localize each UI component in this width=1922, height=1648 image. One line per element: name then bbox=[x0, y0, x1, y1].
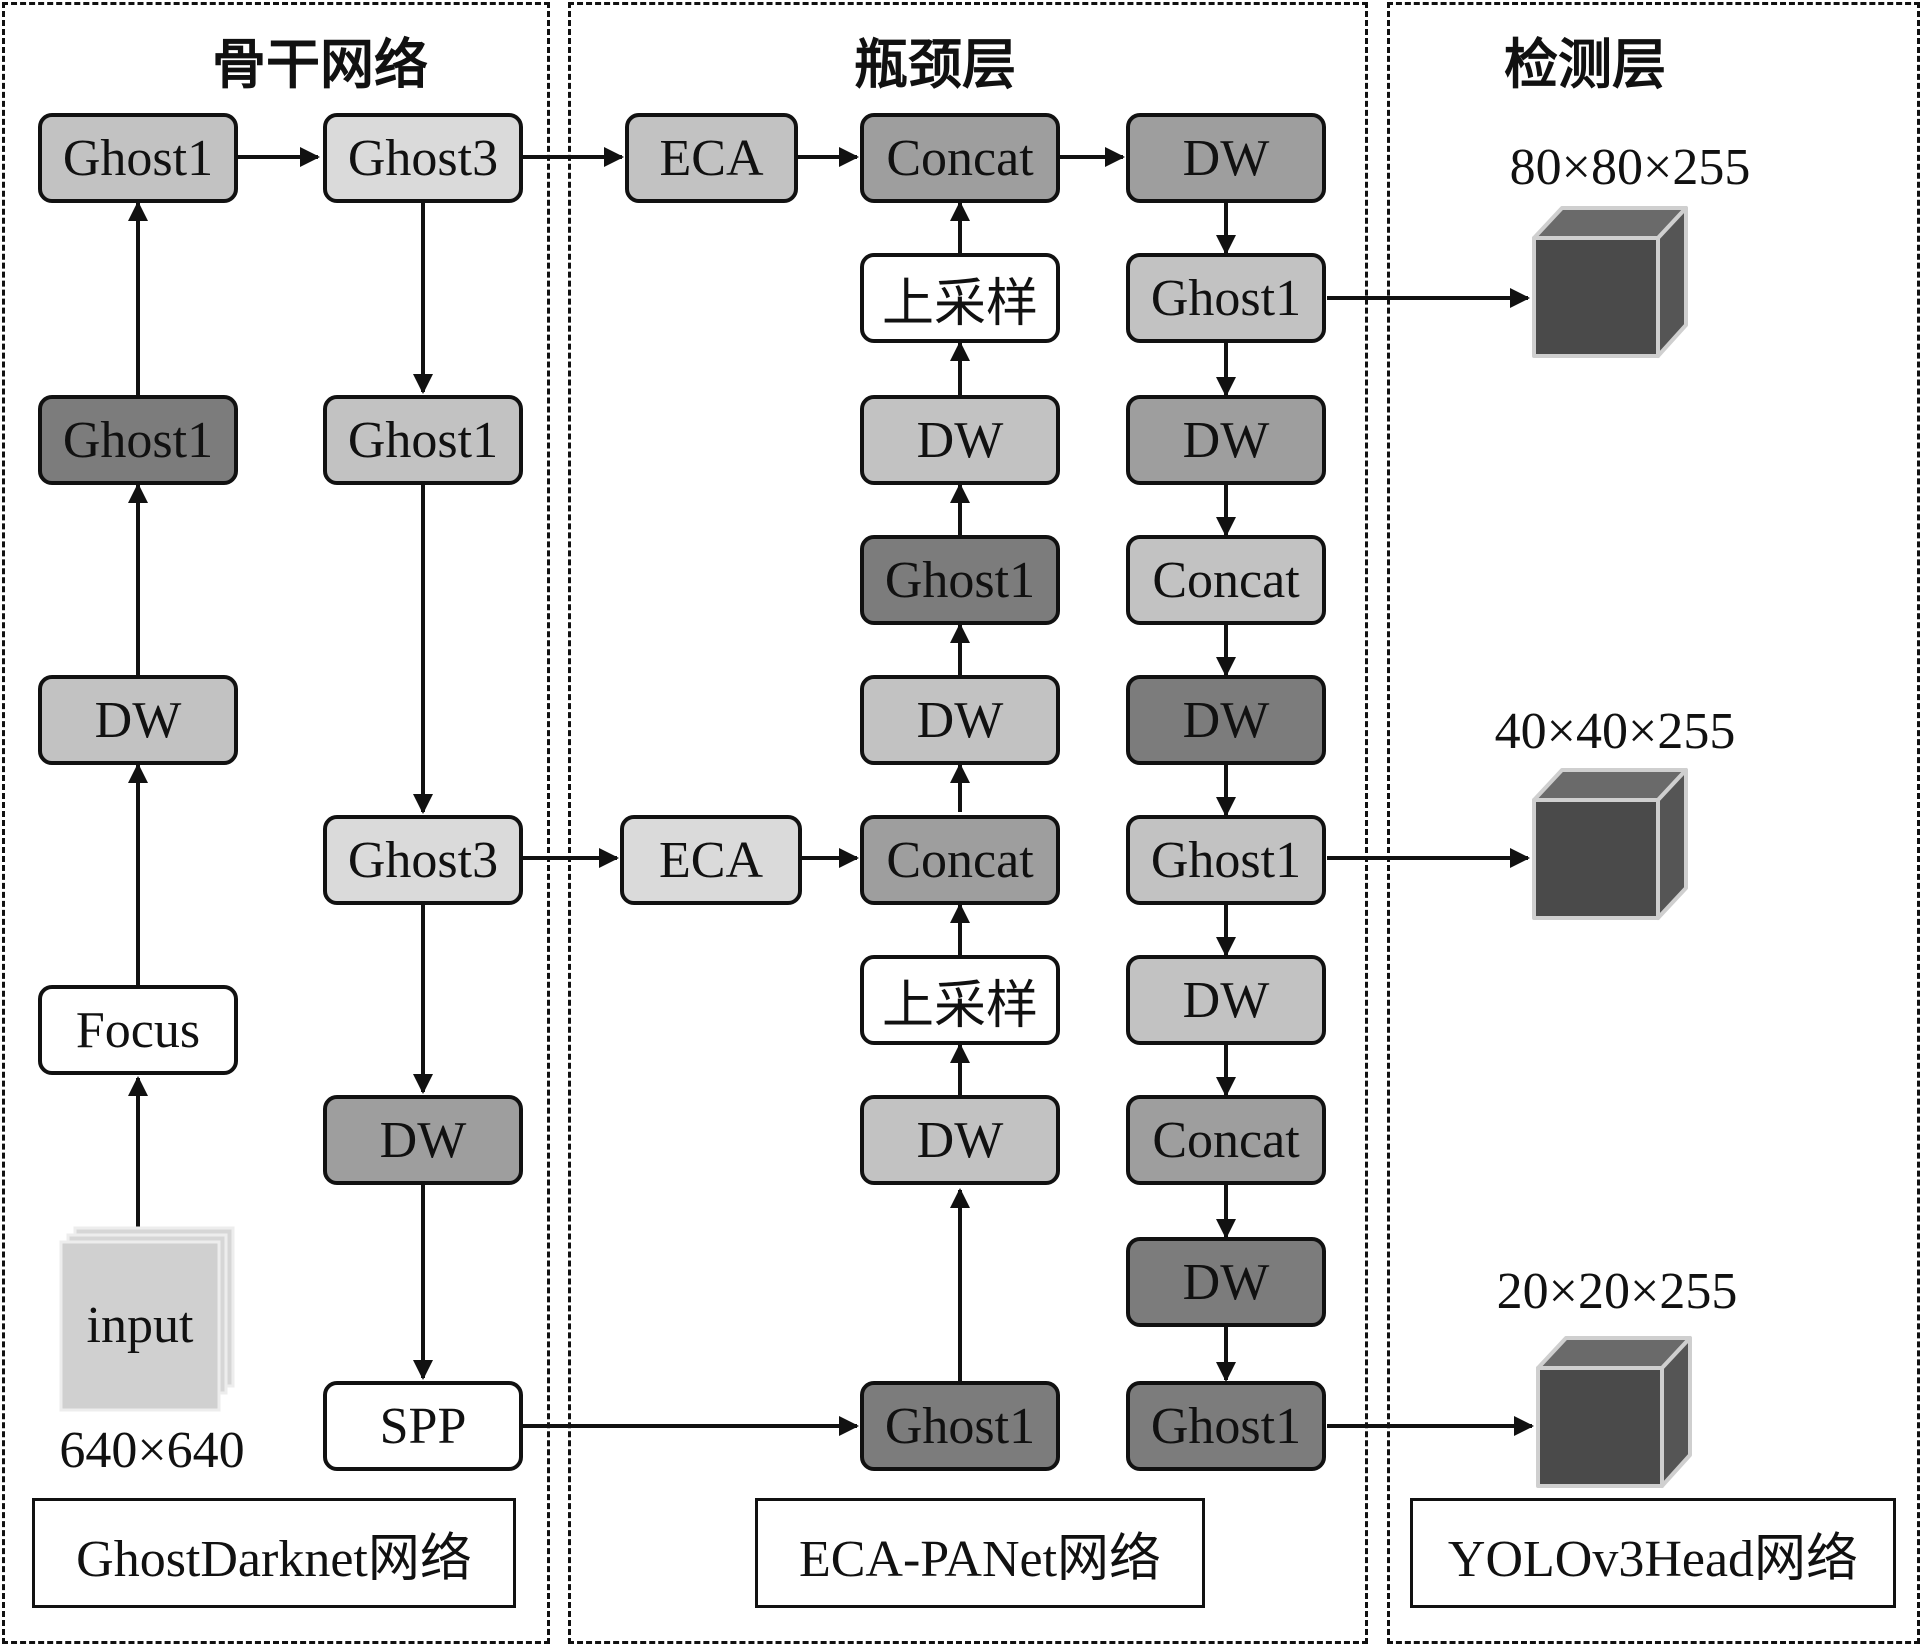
neck-right-ghost1-2-node: Ghost1 bbox=[1126, 815, 1326, 905]
neck-right-dw-2-node: DW bbox=[1126, 395, 1326, 485]
head-title: 检测层 bbox=[1504, 32, 1666, 96]
neck-dw-a-node: DW bbox=[860, 395, 1060, 485]
backbone-dw-node: DW bbox=[38, 675, 238, 765]
neck-network-label: ECA-PANet网络 bbox=[755, 1498, 1205, 1608]
backbone-ghost1-col2-node: Ghost1 bbox=[323, 395, 523, 485]
neck-section bbox=[568, 2, 1368, 1644]
neck-ghost1-bottom-node: Ghost1 bbox=[860, 1381, 1060, 1471]
backbone-dw-col2-node: DW bbox=[323, 1095, 523, 1185]
neck-dw-b-node: DW bbox=[860, 675, 1060, 765]
backbone-ghost1-top-node: Ghost1 bbox=[38, 113, 238, 203]
backbone-title: 骨干网络 bbox=[212, 32, 428, 96]
neck-eca-top-node: ECA bbox=[625, 113, 798, 203]
input-size: 640×640 bbox=[59, 1422, 245, 1479]
output-dims-3: 20×20×255 bbox=[1496, 1263, 1738, 1320]
head-network-label: YOLOv3Head网络 bbox=[1410, 1498, 1896, 1608]
backbone-ghost3-mid-node: Ghost3 bbox=[323, 815, 523, 905]
backbone-ghost1-mid-node: Ghost1 bbox=[38, 395, 238, 485]
input-label: input bbox=[86, 1297, 194, 1354]
output-cube-icon-3 bbox=[1536, 1336, 1692, 1488]
backbone-network-label: GhostDarknet网络 bbox=[32, 1498, 516, 1608]
neck-eca-mid-node: ECA bbox=[620, 815, 802, 905]
neck-concat-top-node: Concat bbox=[860, 113, 1060, 203]
neck-right-ghost1-1-node: Ghost1 bbox=[1126, 253, 1326, 343]
head-section bbox=[1387, 2, 1920, 1644]
neck-right-concat-1-node: Concat bbox=[1126, 535, 1326, 625]
neck-concat-mid-node: Concat bbox=[860, 815, 1060, 905]
neck-right-dw-1-node: DW bbox=[1126, 113, 1326, 203]
neck-right-concat-2-node: Concat bbox=[1126, 1095, 1326, 1185]
backbone-spp-node: SPP bbox=[323, 1381, 523, 1471]
input-stack-icon bbox=[59, 1226, 235, 1412]
output-cube-icon-1 bbox=[1532, 206, 1688, 358]
neck-right-ghost1-3-node: Ghost1 bbox=[1126, 1381, 1326, 1471]
backbone-focus-node: Focus bbox=[38, 985, 238, 1075]
neck-right-dw-3-node: DW bbox=[1126, 675, 1326, 765]
output-cube-icon-2 bbox=[1532, 768, 1688, 920]
output-dims-1: 80×80×255 bbox=[1509, 139, 1751, 196]
neck-dw-c-node: DW bbox=[860, 1095, 1060, 1185]
neck-right-dw-5-node: DW bbox=[1126, 1237, 1326, 1327]
neck-upsample-mid-node: 上采样 bbox=[860, 955, 1060, 1045]
backbone-section bbox=[2, 2, 550, 1644]
neck-right-dw-4-node: DW bbox=[1126, 955, 1326, 1045]
backbone-ghost3-top-node: Ghost3 bbox=[323, 113, 523, 203]
output-dims-2: 40×40×255 bbox=[1494, 703, 1736, 760]
neck-title: 瓶颈层 bbox=[854, 32, 1016, 96]
neck-ghost1-a-node: Ghost1 bbox=[860, 535, 1060, 625]
neck-upsample-top-node: 上采样 bbox=[860, 253, 1060, 343]
